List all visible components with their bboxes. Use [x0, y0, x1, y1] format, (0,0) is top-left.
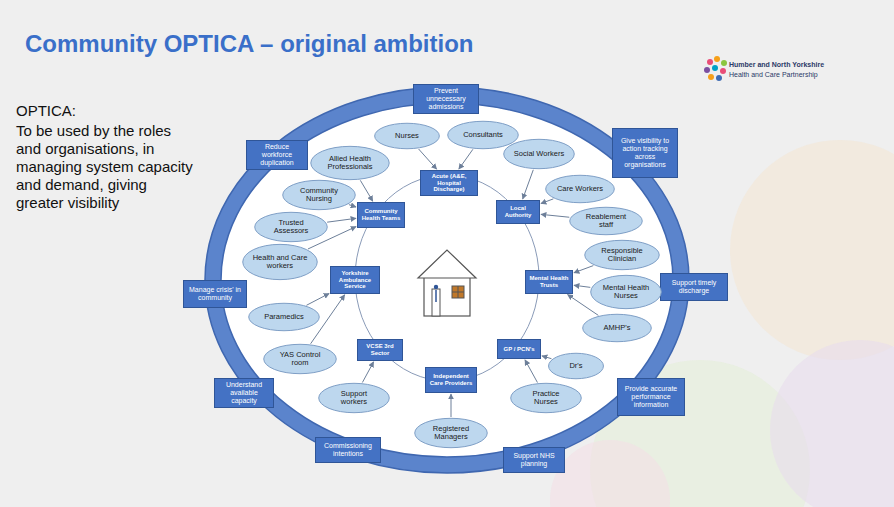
node-text: Trusted Assessors	[264, 219, 318, 236]
role-ellipse: AMHP's	[582, 314, 652, 342]
role-ellipse: Support workers	[318, 383, 390, 413]
outer-ring	[205, 87, 689, 473]
role-ellipse: Care Workers	[545, 175, 615, 203]
arrow-connector	[451, 394, 452, 417]
arrow-connector	[541, 214, 569, 217]
node-text: Community Health Teams	[361, 208, 401, 221]
node-text: Reablement staff	[579, 213, 633, 230]
node-text: Social Workers	[513, 150, 565, 158]
organisation-box: GP / PCN's	[497, 339, 541, 359]
node-text: Reduce workforce duplication	[250, 143, 304, 166]
node-text: Responsible Clinician	[594, 247, 650, 264]
intro-heading: OPTICA:	[16, 102, 76, 119]
node-text: Registered Managers	[424, 425, 478, 442]
goal-box: Provide accurate performance information	[617, 378, 685, 416]
node-text: Support workers	[328, 390, 380, 407]
goal-box: Support timely discharge	[660, 273, 728, 301]
role-ellipse: Consultants	[447, 121, 519, 149]
organisation-box: Mental Health Trusts	[525, 270, 573, 294]
node-text: Prevent unnecessary admissions	[417, 87, 475, 110]
arrow-connector	[574, 285, 590, 287]
goal-box: Prevent unnecessary admissions	[413, 84, 479, 113]
arrow-connector	[525, 360, 537, 383]
node-text: Support timely discharge	[664, 279, 724, 295]
role-ellipse: Social Workers	[503, 139, 575, 169]
logo-text: Health and Care Partnership	[729, 71, 818, 78]
arrow-connector	[541, 199, 553, 204]
node-text: Nurses	[384, 132, 430, 140]
node-text: Paramedics	[258, 313, 310, 321]
node-text: Allied Health Professionals	[320, 155, 380, 172]
role-ellipse: Allied Health Professionals	[310, 146, 390, 180]
arrow-connector	[349, 205, 356, 207]
role-ellipse: Registered Managers	[414, 418, 488, 448]
node-text: Community Nursing	[292, 187, 346, 204]
node-text: Mental Health Trusts	[529, 275, 569, 288]
node-text: Support NHS planning	[507, 452, 561, 468]
role-ellipse: Practice Nurses	[510, 383, 582, 413]
arrow-connector	[306, 293, 329, 305]
organisation-box: Local Authority	[496, 200, 540, 224]
node-text: Independent Care Providers	[429, 373, 473, 386]
organisation-box: Community Health Teams	[357, 202, 405, 228]
node-text: Acute (A&E, Hospital Discharge)	[424, 173, 474, 193]
role-ellipse: Reablement staff	[569, 207, 643, 235]
intro-text: To be used by the roles and organisation…	[16, 122, 198, 212]
node-text: YAS Control room	[273, 351, 327, 368]
arrow-connector	[523, 170, 534, 199]
node-text: Consultants	[457, 131, 509, 139]
role-ellipse: Mental Health Nurses	[590, 275, 662, 309]
node-text: Local Authority	[500, 205, 536, 218]
node-text: Manage crisis' in community	[187, 286, 243, 302]
node-text: AMHP's	[592, 324, 642, 332]
inner-link-circle	[355, 175, 539, 381]
role-ellipse: YAS Control room	[263, 344, 337, 374]
logo-dots	[704, 56, 727, 81]
organisation-box: VCSE 3rd Sector	[357, 339, 403, 361]
goal-box: Reduce workforce duplication	[246, 140, 308, 170]
role-ellipse: Health and Care workers	[242, 244, 318, 280]
role-ellipse: Nurses	[374, 123, 440, 149]
goal-box: Commissioning intentions	[315, 437, 381, 463]
node-text: Understand available capacity	[218, 381, 270, 404]
organisation-box: Acute (A&E, Hospital Discharge)	[420, 170, 478, 196]
organisation-box: Yorkshire Ambulance Service	[330, 266, 380, 294]
role-ellipse: Responsible Clinician	[584, 240, 660, 270]
goal-box: Manage crisis' in community	[183, 280, 247, 308]
inner-area	[221, 103, 673, 457]
node-text: Provide accurate performance information	[621, 385, 681, 408]
organisation-box: Independent Care Providers	[425, 367, 477, 393]
role-ellipse: Trusted Assessors	[254, 212, 328, 242]
node-text: Give visibility to action tracking acros…	[616, 137, 674, 168]
arrow-connector	[574, 266, 593, 273]
role-ellipse: Community Nursing	[282, 180, 356, 210]
node-text: Commissioning intentions	[319, 442, 377, 458]
arrow-connector	[362, 362, 373, 383]
node-text: Care Workers	[555, 185, 605, 193]
node-text: Yorkshire Ambulance Service	[334, 270, 376, 290]
goal-box: Understand available capacity	[214, 378, 274, 408]
arrow-connector	[542, 356, 552, 359]
role-ellipse: Paramedics	[248, 303, 320, 331]
node-text: Mental Health Nurses	[600, 284, 652, 301]
arrow-connector	[360, 180, 372, 201]
page-title: Community OPTICA – original ambition	[25, 30, 473, 58]
node-text: Health and Care workers	[252, 254, 308, 271]
node-text: Dr's	[558, 362, 594, 370]
goal-box: Support NHS planning	[503, 447, 565, 473]
arrow-connector	[419, 149, 437, 169]
node-text: GP / PCN's	[501, 346, 537, 353]
arrow-connector	[459, 149, 473, 169]
goal-box: Give visibility to action tracking acros…	[612, 128, 678, 178]
arrow-connector	[327, 218, 356, 222]
house-icon	[418, 250, 476, 316]
node-text: VCSE 3rd Sector	[361, 343, 399, 356]
node-text: Practice Nurses	[520, 390, 572, 407]
role-ellipse: Dr's	[548, 353, 604, 379]
logo-text: Humber and North Yorkshire	[729, 61, 824, 68]
